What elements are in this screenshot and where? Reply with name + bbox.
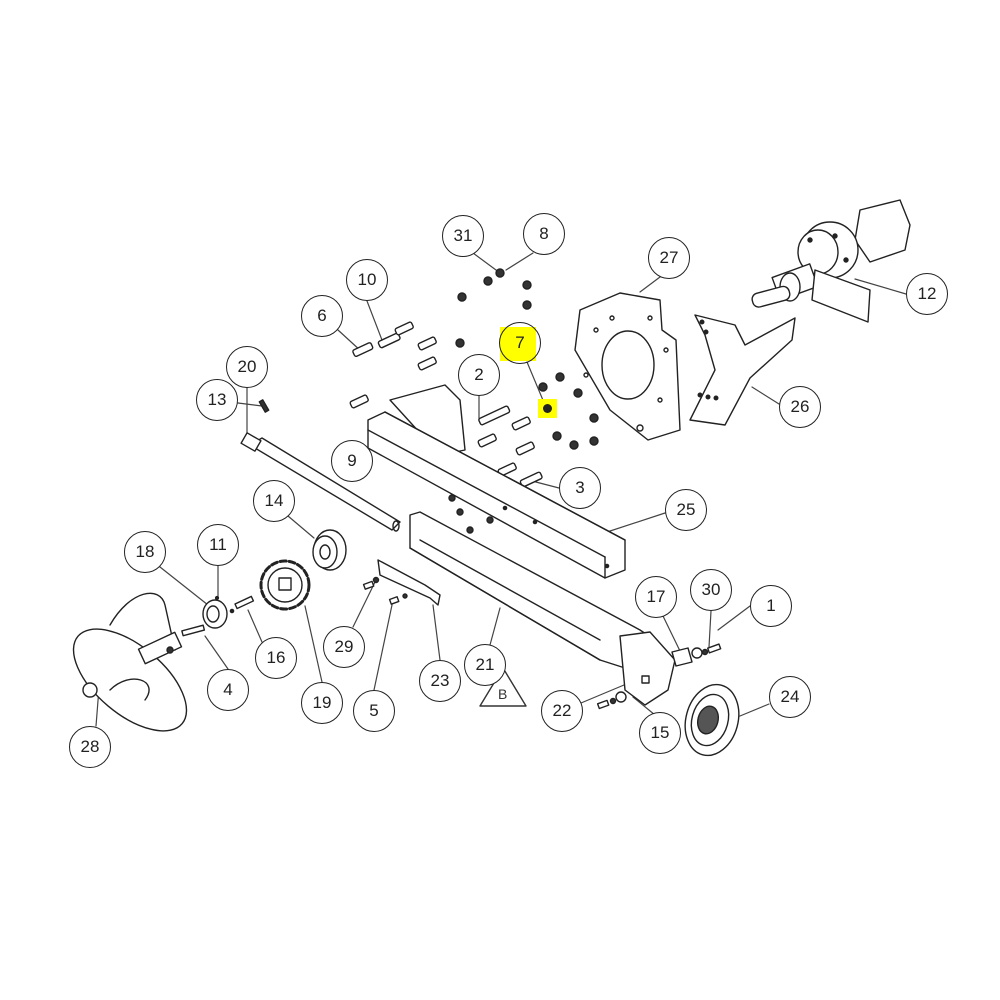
callout-part-8[interactable]: 8 <box>523 213 565 255</box>
callout-number: 4 <box>223 680 233 699</box>
callout-part-13[interactable]: 13 <box>196 379 238 421</box>
callout-part-2[interactable]: 2 <box>458 354 500 396</box>
callout-number: 25 <box>676 500 696 519</box>
callout-part-4[interactable]: 4 <box>207 669 249 711</box>
callout-number: 1 <box>766 596 776 615</box>
callout-part-6[interactable]: 6 <box>301 295 343 337</box>
callout-number: 21 <box>475 655 495 674</box>
callout-part-30[interactable]: 30 <box>690 569 732 611</box>
callout-number: 9 <box>347 451 357 470</box>
callout-part-14[interactable]: 14 <box>253 480 295 522</box>
callout-number: 19 <box>312 693 332 712</box>
roller <box>312 529 347 571</box>
main-frame-tube <box>367 384 626 579</box>
part-7-nut <box>543 404 552 413</box>
auger-disc <box>72 592 188 732</box>
callout-part-10[interactable]: 10 <box>346 259 388 301</box>
callout-part-20[interactable]: 20 <box>226 346 268 388</box>
callout-number: 24 <box>780 687 800 706</box>
callout-number: 17 <box>646 587 666 606</box>
end-fasteners <box>596 643 722 710</box>
callout-part-26[interactable]: 26 <box>779 386 821 428</box>
callout-part-15[interactable]: 15 <box>639 712 681 754</box>
callout-number: 28 <box>80 737 100 756</box>
callout-number: 22 <box>552 701 572 720</box>
callout-part-3[interactable]: 3 <box>559 467 601 509</box>
callout-part-31[interactable]: 31 <box>442 215 484 257</box>
callout-part-18[interactable]: 18 <box>124 531 166 573</box>
callout-number: 23 <box>430 671 450 690</box>
callout-part-17[interactable]: 17 <box>635 576 677 618</box>
callout-part-1[interactable]: 1 <box>750 585 792 627</box>
callout-number: 10 <box>357 270 377 289</box>
callout-number: 15 <box>650 723 670 742</box>
callout-number: 11 <box>209 535 227 554</box>
callout-number: 27 <box>659 248 679 267</box>
callout-part-23[interactable]: 23 <box>419 660 461 702</box>
callout-number: 16 <box>266 648 286 667</box>
callout-part-16[interactable]: 16 <box>255 637 297 679</box>
callout-part-21[interactable]: 21 <box>464 644 506 686</box>
callout-part-27[interactable]: 27 <box>648 237 690 279</box>
wrench-bracket <box>362 559 441 606</box>
bearing-and-pins <box>181 595 255 637</box>
arm-tube <box>409 494 676 706</box>
bracket <box>689 314 796 426</box>
leader-lines <box>95 252 907 727</box>
callout-part-5[interactable]: 5 <box>353 690 395 732</box>
view-marker-label: B <box>498 686 508 702</box>
callout-number: 30 <box>701 580 721 599</box>
callout-number: 13 <box>207 390 227 409</box>
mounting-plate <box>574 292 681 441</box>
callout-number: 5 <box>369 701 379 720</box>
callout-part-29[interactable]: 29 <box>323 626 365 668</box>
gear-hub-assembly <box>751 199 911 323</box>
callout-part-19[interactable]: 19 <box>301 682 343 724</box>
callout-part-9[interactable]: 9 <box>331 440 373 482</box>
callout-number: 14 <box>264 491 284 510</box>
callout-number: 26 <box>790 397 810 416</box>
callout-number: 31 <box>453 226 473 245</box>
sprocket <box>259 559 311 611</box>
view-marker-triangle <box>479 667 527 707</box>
callout-number: 18 <box>135 542 155 561</box>
callout-part-24[interactable]: 24 <box>769 676 811 718</box>
callout-number: 20 <box>237 357 257 376</box>
drive-shaft <box>240 399 401 532</box>
callout-number: 6 <box>317 306 327 325</box>
callout-number: 12 <box>917 284 937 303</box>
wheel <box>684 683 740 757</box>
callout-number: 8 <box>539 224 549 243</box>
callout-part-22[interactable]: 22 <box>541 690 583 732</box>
callout-part-7[interactable]: 7 <box>499 322 541 364</box>
callout-part-11[interactable]: 11 <box>197 524 239 566</box>
callout-part-28[interactable]: 28 <box>69 726 111 768</box>
callout-part-25[interactable]: 25 <box>665 489 707 531</box>
callout-number: 7 <box>515 333 525 352</box>
callout-number: 3 <box>575 478 585 497</box>
callout-number: 29 <box>334 637 354 656</box>
callout-number: 2 <box>474 365 484 384</box>
callout-part-12[interactable]: 12 <box>906 273 948 315</box>
